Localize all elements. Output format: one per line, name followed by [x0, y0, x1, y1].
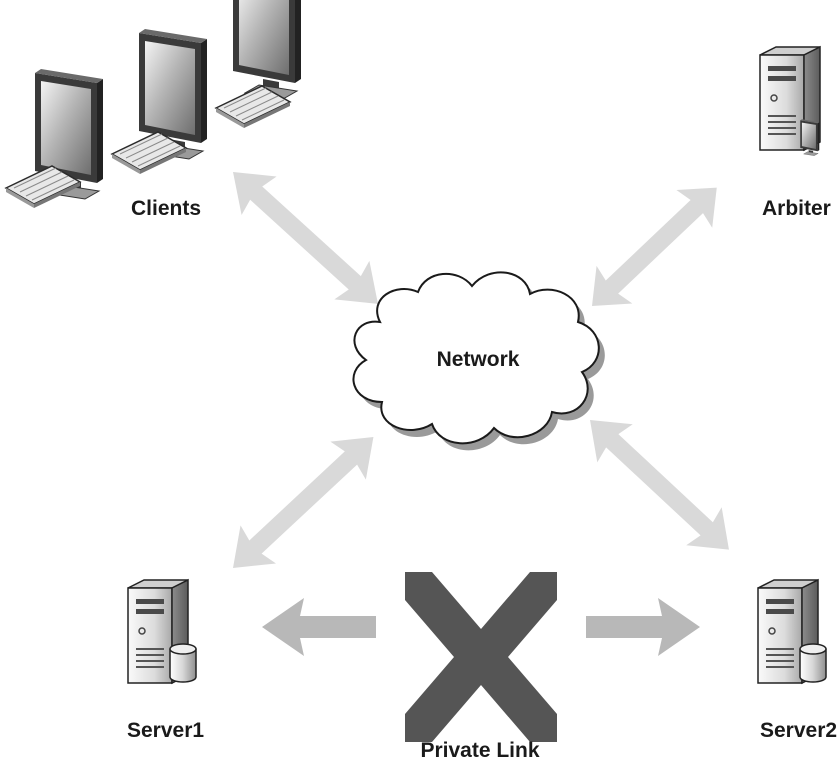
- database-icon: [799, 643, 827, 683]
- arrow-arbiter-network: [574, 168, 735, 325]
- server2-label: Server2: [760, 719, 837, 742]
- keyboard-icon: [111, 131, 187, 175]
- network-label: Network: [437, 348, 520, 371]
- arrow-server2-network: [572, 400, 747, 569]
- arrow-server1-network: [215, 418, 392, 588]
- monitor-icon: [232, 0, 302, 100]
- cloud-icon: [352, 271, 605, 451]
- cross-icon: [405, 572, 557, 742]
- private-link-label: Private Link: [420, 739, 539, 762]
- clients-label: Clients: [131, 197, 201, 220]
- arrow-private-link-right: [586, 598, 700, 656]
- server2: [757, 579, 827, 684]
- client-workstation: [111, 28, 208, 175]
- server1-label: Server1: [127, 719, 204, 742]
- client-workstation: [5, 68, 104, 209]
- arrow-clients-network: [215, 152, 396, 324]
- arrow-private-link-left: [262, 598, 376, 656]
- arbiter-server: [759, 46, 821, 156]
- server1: [127, 579, 197, 684]
- database-icon: [169, 643, 197, 683]
- client-workstation: [215, 0, 302, 129]
- arbiter-label: Arbiter: [762, 197, 831, 220]
